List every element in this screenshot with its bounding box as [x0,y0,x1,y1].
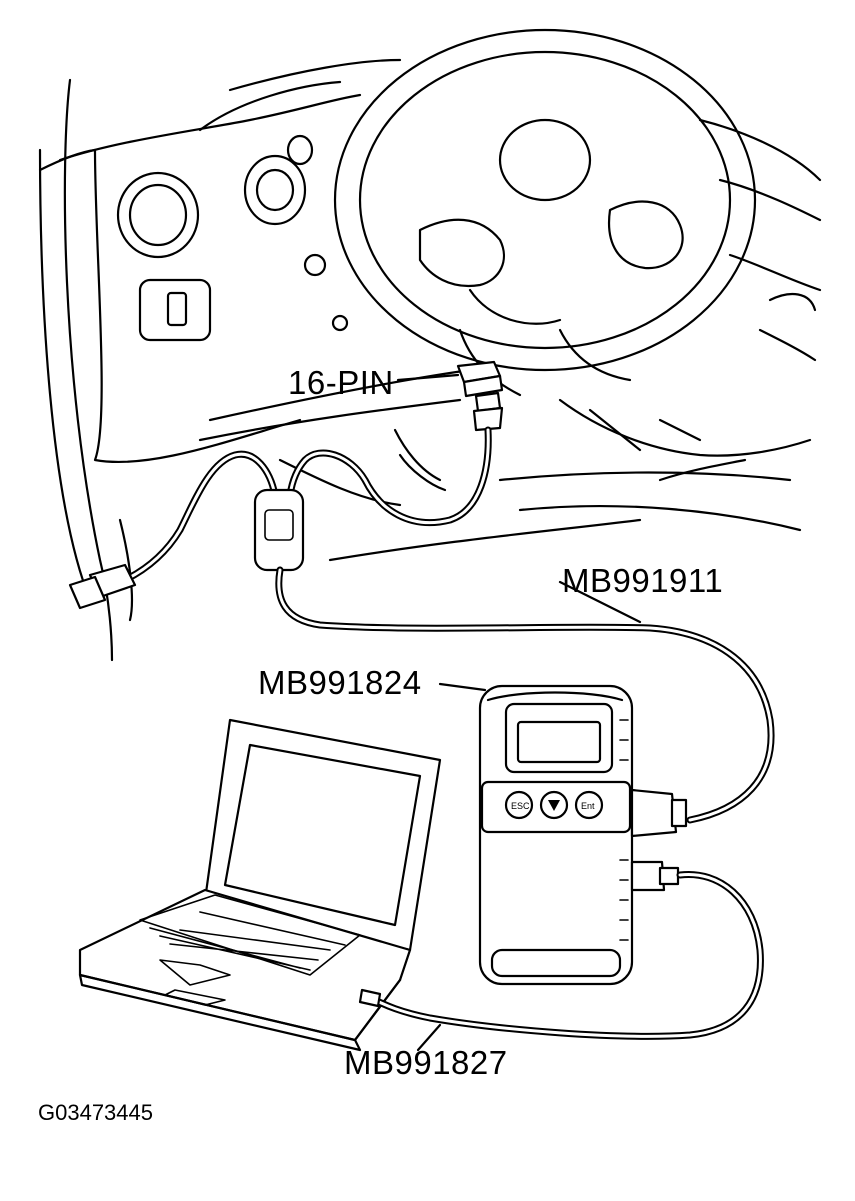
label-16-pin: 16-PIN [288,364,394,401]
laptop [78,718,442,1052]
label-mb991827: MB991827 [344,1044,508,1081]
figure-id: G03473445 [38,1100,153,1125]
cable-mb991911 [68,426,775,824]
svg-text:Ent: Ent [581,801,595,811]
cable-mb991827 [358,870,764,1052]
mb991824-unit: ESC Ent [438,682,688,986]
connector-16pin [396,360,504,432]
label-mb991824: MB991824 [258,664,422,701]
svg-text:ESC: ESC [511,801,530,811]
dashboard-sketch [38,28,822,662]
label-mb991911: MB991911 [562,562,724,599]
